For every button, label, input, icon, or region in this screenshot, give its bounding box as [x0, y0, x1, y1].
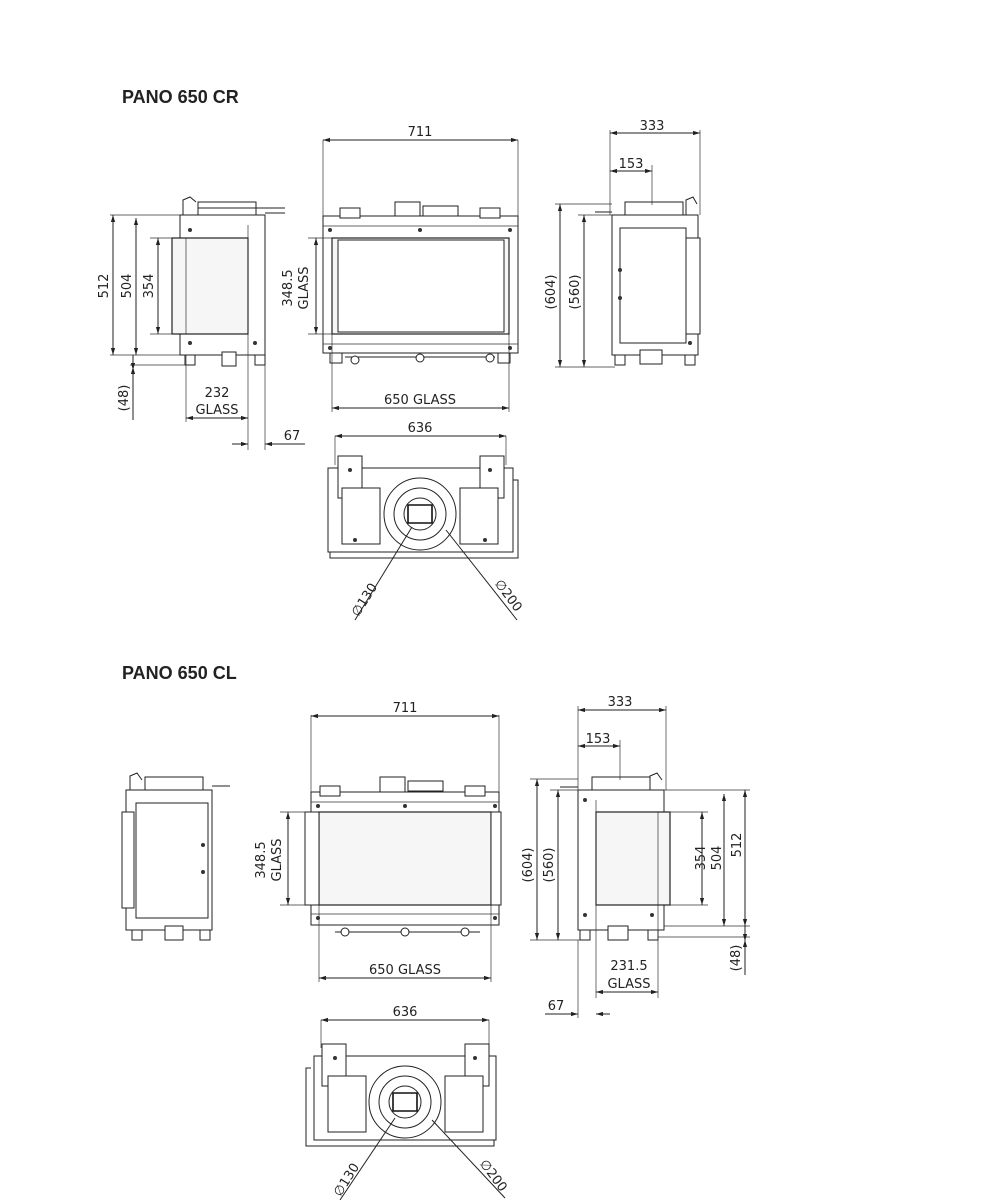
cr-dim-354: 354: [142, 274, 157, 299]
cl-dim-504: 504: [710, 846, 725, 871]
cr-right-side-view: [595, 196, 701, 366]
cl-dim-231-5: 231.5: [610, 959, 647, 974]
cl-dim-512: 512: [730, 833, 745, 858]
cr-left-dimensions: 512 504 354 (48) 232 GLASS 67: [97, 214, 305, 450]
cl-dim-711: 711: [393, 701, 418, 716]
cl-front-view: [304, 776, 502, 937]
cl-dim-348-5-glass: GLASS: [270, 838, 285, 881]
cl-left-side-view: [121, 772, 230, 941]
cr-dim-232-glass: GLASS: [195, 403, 238, 418]
cr-right-dimensions: 333 153 (604) (560): [544, 119, 701, 368]
cr-dim-636: 636: [408, 421, 433, 436]
cl-dim-231-5-glass: GLASS: [607, 977, 650, 992]
cr-dim-333: 333: [640, 119, 665, 134]
cl-dim-604: (604): [521, 848, 536, 883]
cr-dim-67: 67: [284, 429, 301, 444]
cr-dim-348-5-glass: GLASS: [297, 266, 312, 309]
cr-dim-348-5: 348.5: [281, 269, 296, 306]
cl-dim-650-glass: 650 GLASS: [369, 963, 441, 978]
cr-dim-604: (604): [544, 275, 559, 310]
cr-left-side-view: [171, 196, 285, 367]
cl-dim-d130: ∅130: [331, 1161, 363, 1200]
cr-dim-711: 711: [408, 125, 433, 140]
cr-dim-232: 232: [205, 386, 230, 401]
cl-dim-636: 636: [393, 1005, 418, 1020]
cr-dim-153: 153: [619, 157, 644, 172]
cl-dim-48: (48): [729, 945, 744, 972]
cl-dim-348-5: 348.5: [254, 841, 269, 878]
cr-dim-650-glass: 650 GLASS: [384, 393, 456, 408]
cl-dim-67: 67: [548, 999, 565, 1014]
cl-front-dimensions: 711 348.5 GLASS 650 GLASS: [254, 701, 500, 982]
cr-dim-48: (48): [117, 385, 132, 412]
cr-top-view: 636 ∅130 ∅200: [327, 421, 525, 621]
cr-front-view: [322, 201, 519, 365]
cl-top-view: 636 ∅130 ∅200: [305, 1005, 510, 1200]
cr-dim-d200: ∅200: [491, 577, 525, 615]
cl-dim-354: 354: [694, 846, 709, 871]
cl-right-side-view: [560, 772, 671, 941]
cr-front-dimensions: 711 348.5 GLASS 650 GLASS: [281, 125, 519, 412]
cl-dim-153: 153: [586, 732, 611, 747]
cr-dim-504: 504: [120, 274, 135, 299]
cl-dim-560: (560): [542, 848, 557, 883]
cr-dim-512: 512: [97, 274, 112, 299]
cr-dim-560: (560): [568, 275, 583, 310]
section-title-cr: PANO 650 CR: [122, 87, 239, 107]
cr-dim-d130: ∅130: [349, 581, 381, 620]
cl-dim-333: 333: [608, 695, 633, 710]
cl-right-dimensions: 333 153 (604) (560) 354 504 512 (48) 231…: [521, 695, 750, 1018]
cl-dim-d200: ∅200: [476, 1157, 510, 1195]
section-title-cl: PANO 650 CL: [122, 663, 237, 683]
